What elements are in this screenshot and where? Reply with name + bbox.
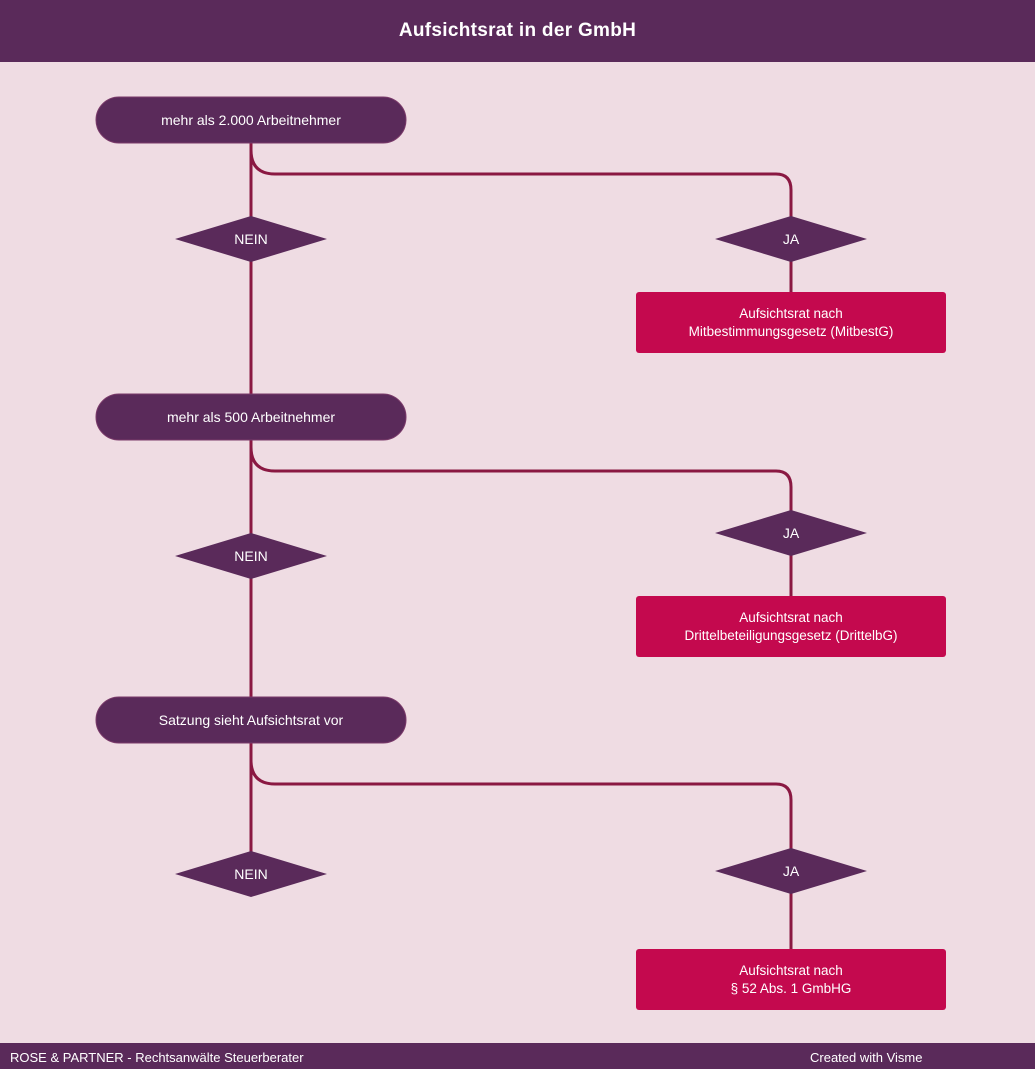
connectors [249,143,793,952]
page-title: Aufsichtsrat in der GmbH [398,20,637,41]
decision-yes-2: JA [715,510,867,556]
connector-yes-2 [249,446,793,600]
decision-yes-label: JA [783,525,800,541]
result-line-2: § 52 Abs. 1 GmbHG [731,981,852,996]
question-node-2: mehr als 500 Arbeitnehmer [95,393,407,441]
result-box-1: Aufsichtsrat nach Mitbestimmungsgesetz (… [636,292,946,353]
result-box-3: Aufsichtsrat nach § 52 Abs. 1 GmbHG [636,949,946,1010]
question-node-1: mehr als 2.000 Arbeitnehmer [95,96,407,144]
result-line-1: Aufsichtsrat nach [739,306,843,321]
result-line-1: Aufsichtsrat nach [739,610,843,625]
question-label: Satzung sieht Aufsichtsrat vor [159,712,344,728]
decision-yes-1: JA [715,216,867,262]
question-label: mehr als 2.000 Arbeitnehmer [161,112,341,128]
decision-no-1: NEIN [175,216,327,262]
question-label: mehr als 500 Arbeitnehmer [167,409,335,425]
result-line-1: Aufsichtsrat nach [739,963,843,978]
result-box-2: Aufsichtsrat nach Drittelbeteiligungsges… [636,596,946,657]
connector-yes-1 [249,149,793,296]
footer-company: ROSE & PARTNER - Rechtsanwälte Steuerber… [10,1050,304,1065]
question-node-3: Satzung sieht Aufsichtsrat vor [95,696,407,744]
decision-yes-label: JA [783,863,800,879]
page-footer: ROSE & PARTNER - Rechtsanwälte Steuerber… [0,1043,1035,1069]
result-line-2: Drittelbeteiligungsgesetz (DrittelbG) [684,628,897,643]
decision-no-label: NEIN [234,548,267,564]
decision-no-label: NEIN [234,231,267,247]
decision-no-label: NEIN [234,866,267,882]
decision-no-3: NEIN [175,851,327,897]
connector-yes-3 [249,759,793,952]
page-header: Aufsichtsrat in der GmbH [0,0,1035,62]
result-line-2: Mitbestimmungsgesetz (MitbestG) [689,324,894,339]
decision-yes-3: JA [715,848,867,894]
decision-no-2: NEIN [175,533,327,579]
decision-yes-label: JA [783,231,800,247]
footer-credit-link[interactable]: Created with Visme [810,1050,923,1065]
